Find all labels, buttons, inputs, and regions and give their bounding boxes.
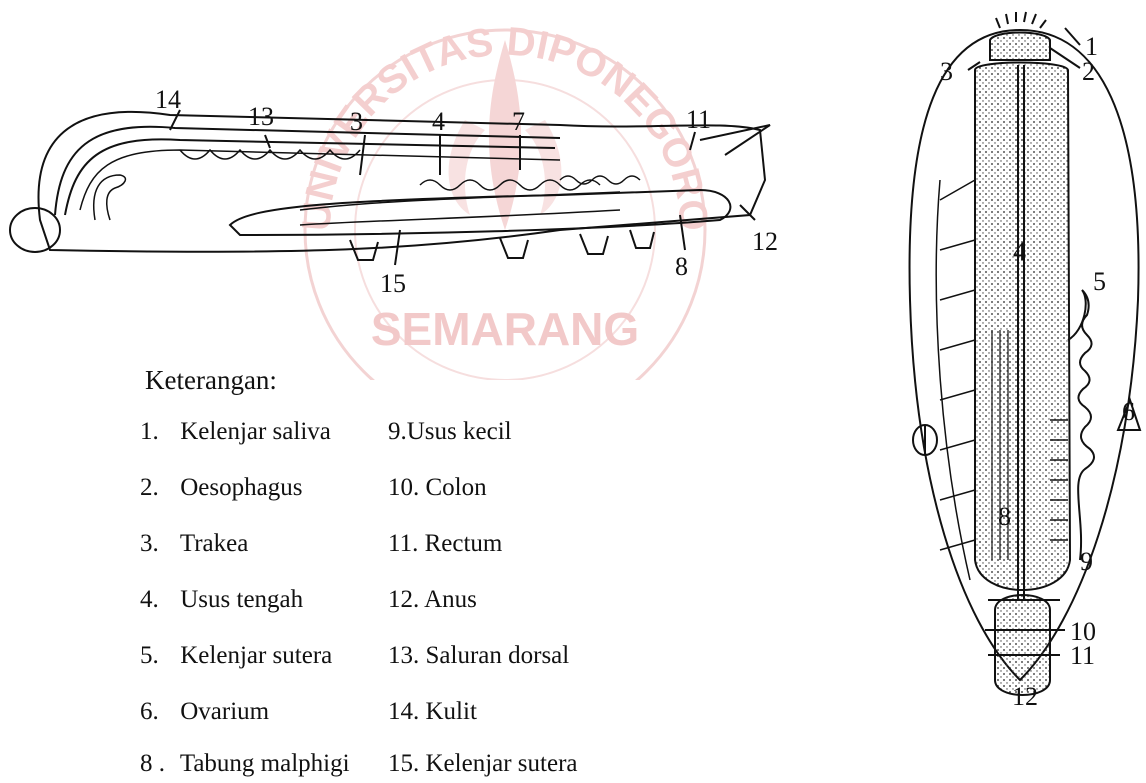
legend-title: Keterangan: — [145, 365, 277, 396]
legend-item-3: 3. Trakea — [140, 530, 248, 558]
legend-item-2: 2. Oesophagus — [140, 474, 302, 502]
dorsal-label-6: 6 — [1122, 397, 1135, 426]
legend-item-5: 5. Kelenjar sutera — [140, 642, 332, 670]
legend-item-14: 14. Kulit — [388, 698, 477, 726]
legend-item-9: 9.Usus kecil — [388, 418, 512, 446]
watermark-text: SEMARANG — [371, 303, 639, 355]
legend-item-13: 13. Saluran dorsal — [388, 642, 569, 670]
side-label-12: 12 — [752, 227, 778, 256]
legend-item-8: 8 . Tabung malphigi — [140, 750, 350, 778]
dorsal-label-3: 3 — [940, 57, 953, 86]
side-label-4: 4 — [432, 107, 445, 136]
legend-item-6: 6. Ovarium — [140, 698, 269, 726]
legend-item-15: 15. Kelenjar sutera — [388, 750, 578, 778]
side-label-8: 8 — [675, 252, 688, 281]
legend-item-12: 12. Anus — [388, 586, 477, 614]
side-label-14: 14 — [155, 85, 181, 114]
legend-item-11: 11. Rectum — [388, 530, 502, 558]
dorsal-label-4: 4 — [1013, 237, 1026, 266]
larva-dorsal-view: 1 2 3 4 5 6 8 9 10 11 12 — [900, 0, 1146, 783]
dorsal-label-11: 11 — [1070, 641, 1095, 670]
dorsal-label-5: 5 — [1093, 267, 1106, 296]
dorsal-label-2: 2 — [1082, 57, 1095, 86]
side-label-11: 11 — [686, 105, 711, 134]
legend-item-1: 1. Kelenjar saliva — [140, 418, 331, 446]
side-label-7: 7 — [512, 107, 525, 136]
side-label-3: 3 — [350, 107, 363, 136]
legend-item-10: 10. Colon — [388, 474, 487, 502]
dorsal-label-9: 9 — [1080, 547, 1093, 576]
side-label-15: 15 — [380, 269, 406, 298]
legend-item-4: 4. Usus tengah — [140, 586, 303, 614]
dorsal-label-12: 12 — [1012, 682, 1038, 711]
larva-side-view: 14 13 3 4 7 11 12 8 15 — [0, 80, 800, 310]
side-label-13: 13 — [248, 102, 274, 131]
dorsal-label-8: 8 — [998, 502, 1011, 531]
